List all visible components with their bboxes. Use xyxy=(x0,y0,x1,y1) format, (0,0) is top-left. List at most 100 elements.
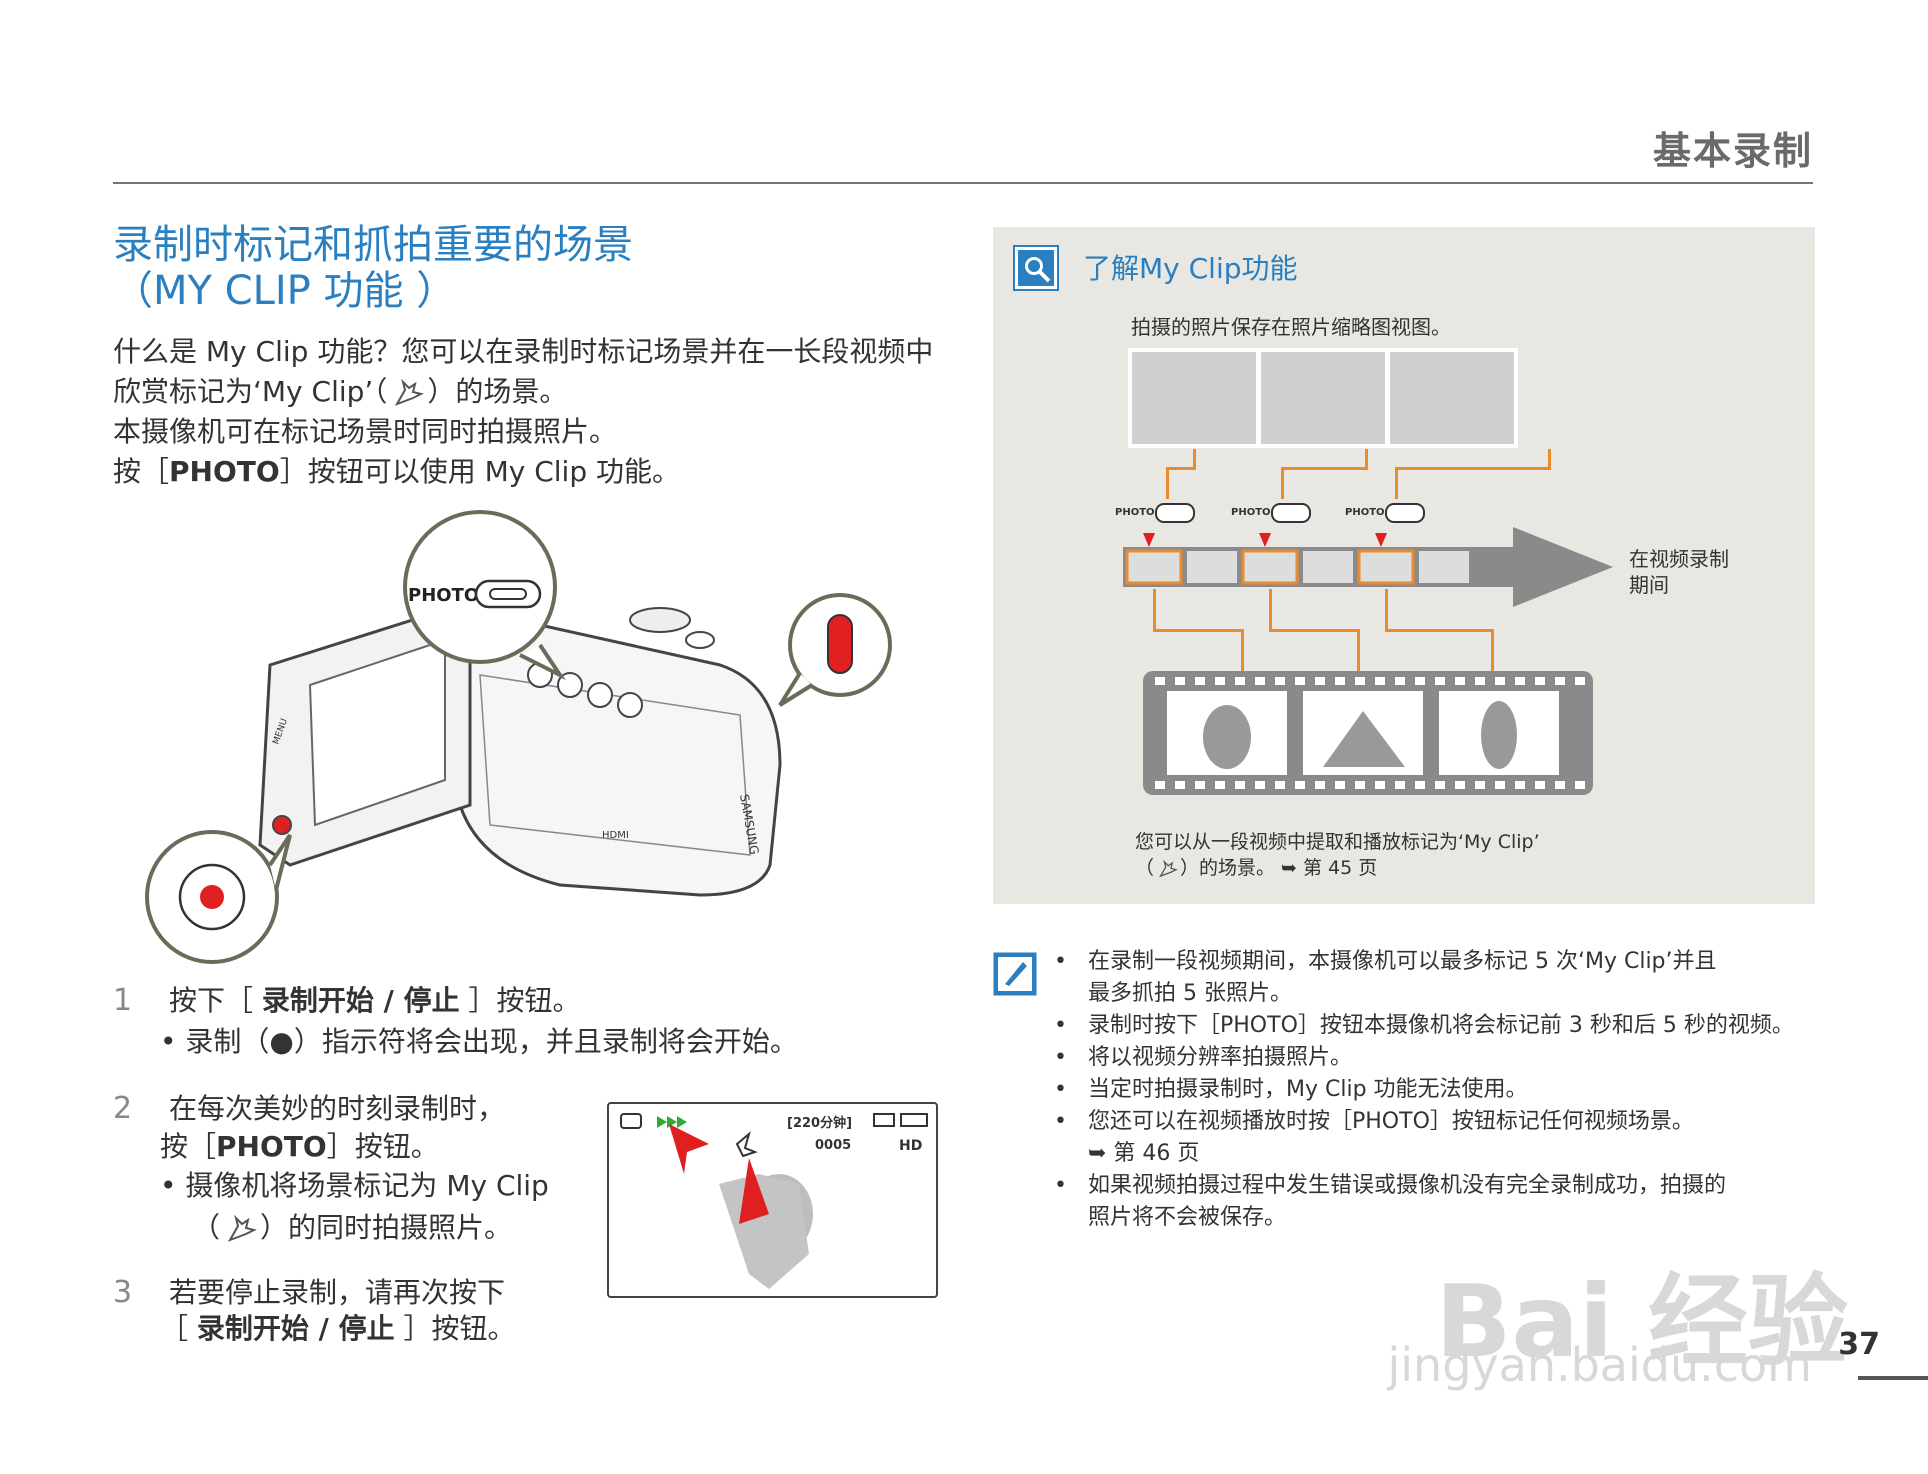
video-timeline-arrow xyxy=(1123,527,1613,607)
intro-photo-key: PHOTO xyxy=(169,455,280,488)
marker-arrow xyxy=(1259,533,1271,547)
intro-text: 什么是 My Clip 功能？您可以在录制时标记场景并在一长段视频中 欣赏标记为… xyxy=(113,332,943,492)
photo-button-icon xyxy=(474,579,542,609)
step-3: 3 若要停止录制，请再次按下 xyxy=(113,1274,505,1312)
remaining-time: [220分钟] xyxy=(787,1116,853,1131)
photo-thumbnail xyxy=(1128,348,1260,448)
step-text: 按［ xyxy=(160,1130,217,1163)
bullet-dot: • xyxy=(160,1169,186,1202)
step-2-bullet: • 摄像机将场景标记为 My Clip xyxy=(160,1166,549,1206)
bullet-text: 录制（●）指示符将会出现，并且录制将会开始。 xyxy=(185,1025,798,1058)
record-progress-icon xyxy=(657,1116,687,1128)
step-2-bullet-line2: （ ）的同时拍摄照片。 xyxy=(192,1208,512,1248)
photo-button-label: PHOTO xyxy=(1231,507,1271,518)
record-key-label: 录制开始 / 停止 xyxy=(261,984,460,1017)
bullet-dot: • xyxy=(160,1025,186,1058)
photo-button-label: PHOTO xyxy=(1115,507,1155,518)
watermark-url: jingyan.baidu.com xyxy=(1387,1338,1813,1392)
record-key-label: 录制开始 / 停止 xyxy=(196,1312,395,1345)
step-number: 1 xyxy=(113,983,133,1018)
panel-title: 了解My Clip功能 xyxy=(1083,252,1298,285)
notes-list: 在录制一段视频期间，本摄像机可以最多标记 5 次‘My Clip’并且最多抓拍 … xyxy=(1048,946,1808,1234)
chapter-title: 基本录制 xyxy=(1652,129,1813,173)
step-text: ［ xyxy=(160,1312,197,1345)
caption-text: （ xyxy=(1135,857,1155,879)
myclip-info-panel: 了解My Clip功能 拍摄的照片保存在照片缩略图视图。 PHOTO PHOTO… xyxy=(993,227,1815,904)
card-icon xyxy=(873,1113,895,1127)
my-clip-icon xyxy=(227,1214,257,1242)
marker-arrow xyxy=(1375,533,1387,547)
intro-line2b: ）的场景。 xyxy=(427,375,568,408)
note-text: 照片将不会被保存。 xyxy=(1088,1205,1287,1230)
bullet-text: （ xyxy=(192,1211,221,1244)
bullet-text: 摄像机将场景标记为 My Clip xyxy=(185,1169,549,1202)
step-text: ］按钮。 xyxy=(459,984,581,1017)
camcorder-illustration: SAMSUNG HDMI MENU PHOTO xyxy=(145,510,892,964)
step-number: 3 xyxy=(113,1275,133,1310)
photo-button-label: PHOTO xyxy=(1345,507,1385,518)
battery-icon xyxy=(900,1113,928,1127)
panel-caption-line2: （ ）的场景。 ➥ 第 45 页 xyxy=(1135,853,1377,880)
bullet-text: ）的同时拍摄照片。 xyxy=(260,1211,513,1244)
photo-button-label: PHOTO xyxy=(408,585,479,606)
step-text: ］按钮。 xyxy=(326,1130,439,1163)
note-item: 将以视频分辨率拍摄照片。 xyxy=(1048,1042,1808,1074)
step-1: 1 按下［ 录制开始 / 停止 ］按钮。 xyxy=(113,982,581,1020)
photo-thumbnail xyxy=(1257,348,1389,448)
pointer-arrow-1 xyxy=(669,1124,709,1174)
search-icon xyxy=(1013,245,1059,291)
camcorder-body xyxy=(448,621,782,897)
step-text: 按下［ xyxy=(169,984,262,1017)
record-button-small xyxy=(272,815,292,835)
camera-mode-icon xyxy=(620,1113,642,1129)
photo-counter: 0005 xyxy=(815,1138,852,1153)
section-title: 录制时标记和抓拍重要的场景 （MY CLIP 功能 ） xyxy=(113,222,633,314)
intro-line2: 欣赏标记为‘My Clip’（ ）的场景。 xyxy=(113,372,943,412)
zoom-lever xyxy=(629,607,691,633)
intro-line4a: 按［ xyxy=(113,455,170,488)
photo-thumbnail xyxy=(1386,348,1518,448)
step-text: ］按钮。 xyxy=(394,1312,516,1345)
step-2: 2 在每次美妙的时刻录制时， xyxy=(113,1090,505,1128)
photo-key-label: PHOTO xyxy=(216,1130,327,1163)
page-reference: ➥ 第 46 页 xyxy=(1088,1141,1200,1166)
photo-button-small xyxy=(685,631,715,649)
note-text: 如果视频拍摄过程中发生错误或摄像机没有完全录制成功，拍摄的 xyxy=(1088,1173,1727,1198)
timeline-label-line2: 期间 xyxy=(1629,573,1669,597)
note-item: 您还可以在视频播放时按［PHOTO］按钮标记任何视频场景。 ➥ 第 46 页 xyxy=(1048,1106,1808,1170)
note-text: 最多抓拍 5 张照片。 xyxy=(1088,981,1292,1006)
section-title-line1: 录制时标记和抓拍重要的场景 xyxy=(113,222,633,268)
header-divider xyxy=(113,182,1813,184)
intro-line4: 按［PHOTO］按钮可以使用 My Clip 功能。 xyxy=(113,452,943,492)
caption-text: ）的场景。 ➥ 第 45 页 xyxy=(1180,857,1378,879)
step-text: 若要停止录制，请再次按下 xyxy=(169,1276,506,1309)
step-1-bullet: • 录制（●）指示符将会出现，并且录制将会开始。 xyxy=(160,1022,798,1062)
step-3-line2: ［ 录制开始 / 停止 ］按钮。 xyxy=(160,1310,516,1348)
note-icon xyxy=(993,952,1037,996)
note-text: 在录制一段视频期间，本摄像机可以最多标记 5 次‘My Clip’并且 xyxy=(1088,949,1717,974)
lcd-display-graphics xyxy=(620,1113,928,1289)
note-item: 录制时按下［PHOTO］按钮本摄像机将会标记前 3 秒和后 5 秒的视频。 xyxy=(1048,1010,1808,1042)
record-button-icon xyxy=(200,885,224,909)
hdmi-port-label: HDMI xyxy=(602,830,629,841)
photo-button-icon xyxy=(1271,503,1311,523)
intro-line2a: 欣赏标记为‘My Clip’（ xyxy=(113,375,388,408)
photo-button-icon xyxy=(1155,503,1195,523)
lcd-screen xyxy=(308,638,446,827)
intro-line1: 什么是 My Clip 功能？您可以在录制时标记场景并在一长段视频中 xyxy=(113,335,934,368)
note-item: 在录制一段视频期间，本摄像机可以最多标记 5 次‘My Clip’并且最多抓拍 … xyxy=(1048,946,1808,1010)
step-2-line2: 按［PHOTO］按钮。 xyxy=(160,1128,439,1166)
my-clip-icon xyxy=(1159,859,1178,877)
myclip-film-strip xyxy=(1143,671,1593,795)
page-number: 37 xyxy=(1838,1327,1880,1362)
hd-indicator: HD xyxy=(899,1138,923,1154)
lcd-display-example: [220分钟] 0005 HD xyxy=(607,1102,938,1298)
record-slider-icon xyxy=(827,614,853,674)
photo-button-icon xyxy=(1385,503,1425,523)
panel-subtitle: 拍摄的照片保存在照片缩略图视图。 xyxy=(1131,315,1451,339)
watermark-brand: Bai 经验 xyxy=(1435,1263,1848,1380)
intro-line3: 本摄像机可在标记场景时同时拍摄照片。 xyxy=(113,415,618,448)
timeline-label-line1: 在视频录制 xyxy=(1629,547,1729,571)
note-text: 您还可以在视频播放时按［PHOTO］按钮标记任何视频场景。 xyxy=(1088,1109,1694,1134)
my-clip-icon xyxy=(395,378,425,406)
